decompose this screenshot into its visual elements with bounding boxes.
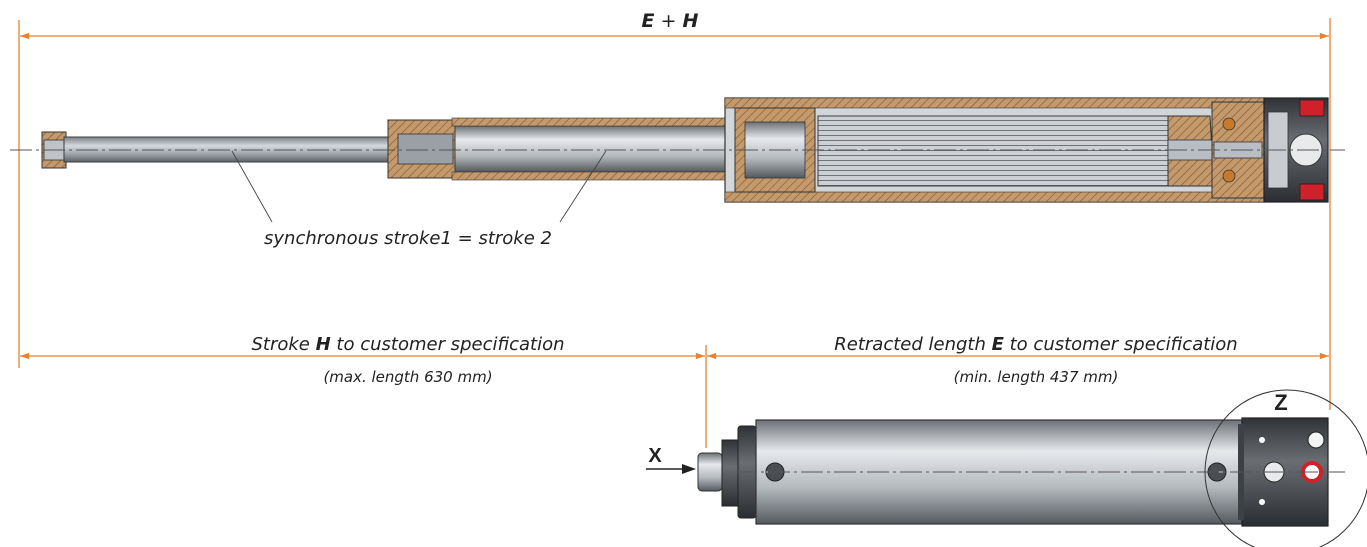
view-arrow-x [646, 464, 696, 474]
label-retracted: Retracted length E to customer specifica… [834, 334, 1237, 355]
label-view-x: X [648, 445, 662, 467]
splined-shaft [817, 115, 1169, 187]
label-total-length: E + H [642, 10, 699, 32]
label-stroke: Stroke H to customer specification [251, 334, 564, 355]
sync-stroke-leaders [231, 150, 607, 223]
inner-rod [63, 136, 395, 163]
label-sync-stroke: synchronous stroke1 = stroke 2 [264, 228, 552, 249]
rod-end-stub [697, 452, 723, 492]
dimension-lines [18, 18, 1331, 448]
middle-tube [454, 125, 756, 173]
detail-circle-z [1204, 389, 1367, 547]
fitting-port [1307, 431, 1325, 449]
label-stroke-note: (max. length 630 mm) [323, 368, 492, 386]
front-gland [721, 439, 739, 507]
label-retracted-note: (min. length 437 mm) [954, 368, 1119, 386]
label-detail-z: Z [1274, 390, 1287, 415]
